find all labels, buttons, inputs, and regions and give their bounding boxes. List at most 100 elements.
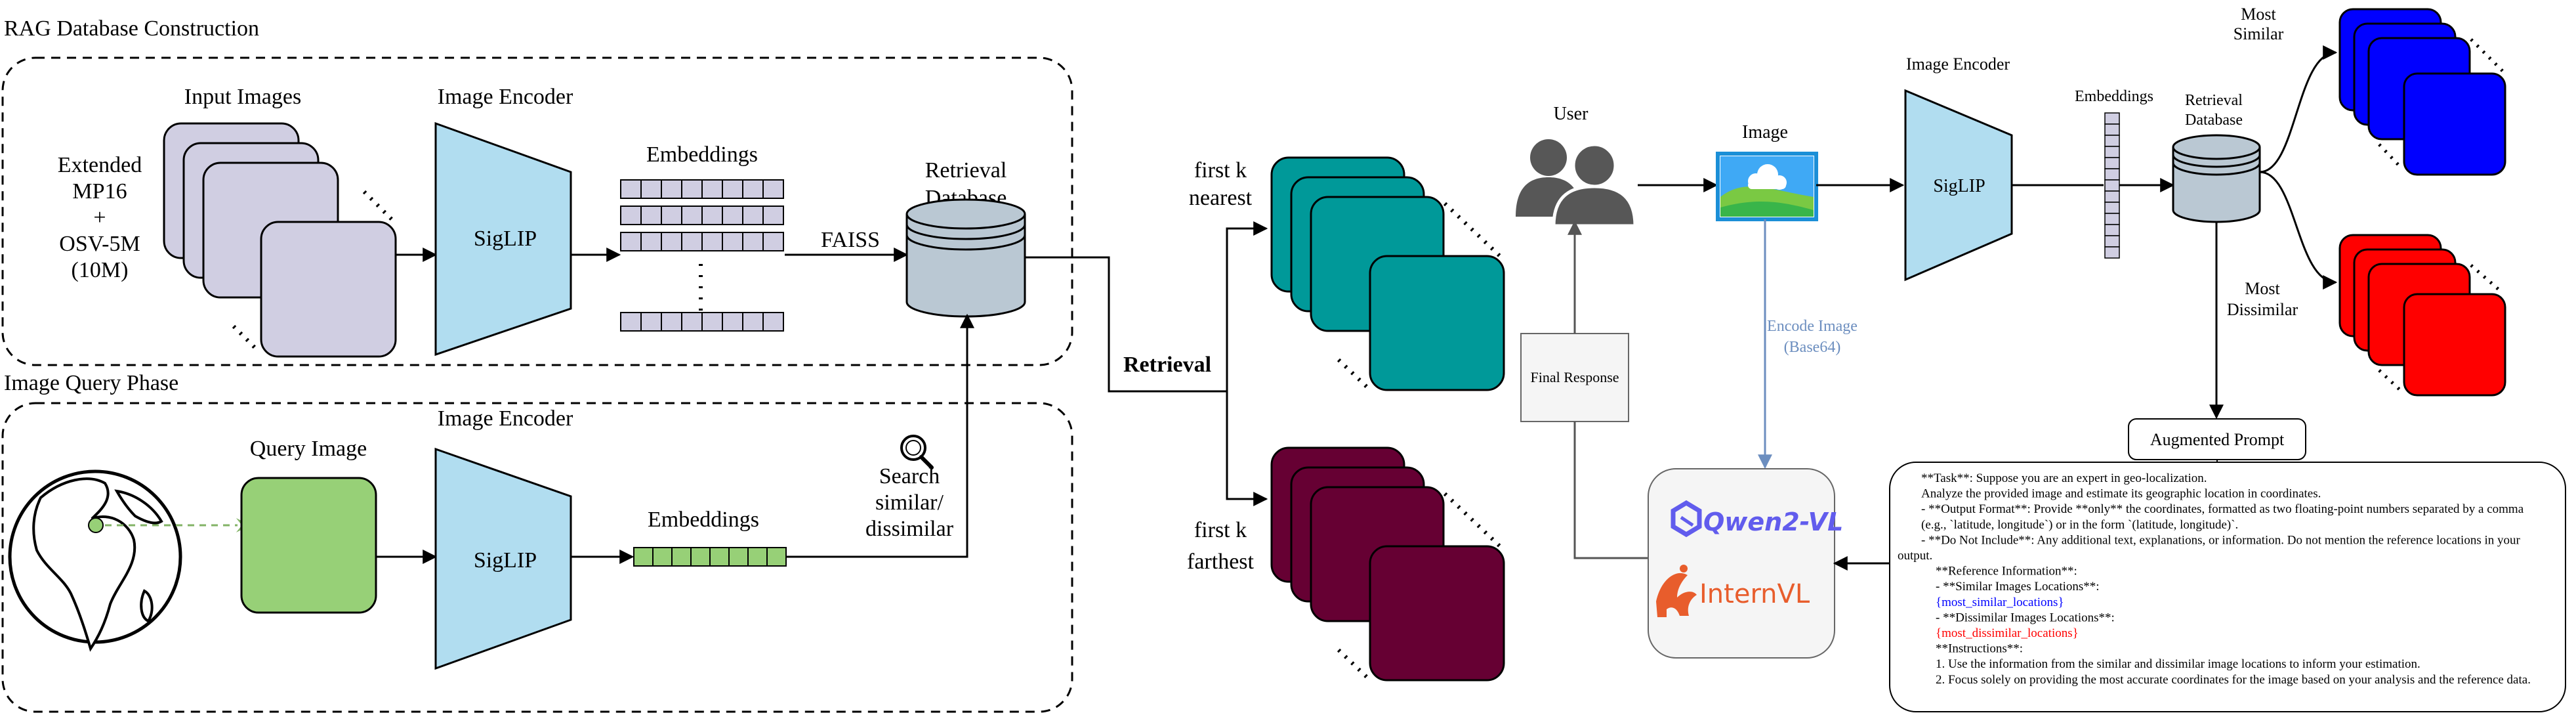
prompt-line: {most_dissimilar_locations} (1936, 626, 2079, 640)
most-dissimilar-label: Most (2245, 279, 2280, 298)
stack-ellipsis (1337, 358, 1371, 391)
query-embeddings-label: Embeddings (648, 508, 759, 532)
user-label: User (1554, 104, 1589, 124)
query-image-label: Query Image (250, 437, 367, 461)
stack-ellipsis (1443, 492, 1502, 548)
embedding-cell (722, 206, 743, 225)
embedding-cell (2104, 190, 2120, 203)
input-image-stack (163, 122, 397, 358)
embedding-cell (762, 312, 784, 332)
pipeline-db-label: Retrieval (2185, 92, 2243, 109)
db-ring (2172, 154, 2261, 168)
embedding-cell (2104, 157, 2120, 169)
most-similar-label: Most (2241, 5, 2276, 24)
nearest-image (1369, 255, 1505, 391)
pipeline-embedding-column (2104, 112, 2120, 259)
nearest-image-stack (1270, 156, 1505, 391)
embedding-cell (2104, 179, 2120, 192)
stack-ellipsis (2378, 369, 2403, 393)
pipeline-encoder-label: Image Encoder (1906, 54, 2010, 74)
stack-ellipsis (2470, 38, 2504, 72)
rag-siglip-encoder (434, 121, 572, 357)
dataset-label: Extended MP16 + OSV-5M (10M) (58, 153, 142, 282)
image-icon (1716, 152, 1818, 221)
embedding-cell (722, 232, 743, 251)
prompt-line: output. (1898, 549, 1932, 563)
users-icon (1516, 139, 1637, 228)
embedding-cell (2104, 224, 2120, 236)
farthest-image-stack (1270, 446, 1505, 682)
rag-encoder-label: Image Encoder (438, 85, 573, 109)
dissimilar-image (2403, 293, 2506, 397)
embedding-cell (640, 232, 662, 251)
pipeline-siglip-encoder (1904, 89, 2013, 282)
search-label: similar/ (875, 490, 944, 515)
embedding-cell (2104, 246, 2120, 259)
arrow-query-search-db (786, 313, 974, 558)
pipeline-encoder-name: SigLIP (1933, 176, 1985, 196)
prompt-line: Analyze the provided image and estimate … (1921, 487, 2321, 501)
stack-ellipsis (1337, 648, 1371, 681)
embedding-cell (701, 179, 723, 199)
retrieval-database-cylinder (905, 198, 1026, 318)
query-encoder-label: Image Encoder (438, 406, 573, 431)
embedding-cell (640, 206, 662, 225)
db-ring (2172, 162, 2261, 176)
vlm-model-box (1648, 468, 1835, 659)
embedding-cell (701, 312, 723, 332)
stack-ellipsis (232, 324, 261, 354)
dataset-line: OSV-5M (59, 232, 140, 256)
image-label: Image (1742, 122, 1788, 142)
branch-nearest (1226, 221, 1268, 391)
embedding-cell (762, 206, 784, 225)
embedding-cell (681, 179, 703, 199)
embedding-cell (652, 547, 673, 567)
globe-icon (8, 469, 182, 652)
embedding-cell (661, 232, 682, 251)
stack-ellipsis (362, 190, 396, 223)
prompt-line: (e.g., `latitude, longitude`) or in the … (1921, 518, 2238, 532)
embedding-cell (2104, 146, 2120, 158)
embedding-cell (661, 312, 682, 332)
faiss-label: FAISS (821, 228, 880, 252)
prompt-text: **Task**: Suppose you are an expert in g… (1898, 471, 2531, 687)
db-to-retrieval-line (1025, 256, 1227, 393)
embedding-cell (762, 179, 784, 199)
query-embedding-row (633, 547, 787, 567)
most-dissimilar-label: Dissimilar (2227, 300, 2298, 319)
embedding-cell (722, 312, 743, 332)
similar-image (2403, 72, 2506, 176)
arrow-model-to-response (1573, 422, 1648, 559)
embedding-cell (742, 232, 764, 251)
embedding-cell (701, 232, 723, 251)
retrieval-section: Retrieval first k nearest first k farthe… (1025, 156, 1505, 682)
stack-ellipsis (1443, 202, 1502, 258)
embedding-cell (722, 179, 743, 199)
embedding-cell (681, 206, 703, 225)
search-icon (900, 435, 934, 469)
farthest-label: first k (1194, 518, 1247, 542)
dataset-line: (10M) (72, 258, 129, 282)
prompt-line: 1. Use the information from the similar … (1936, 657, 2420, 671)
branch-farthest (1226, 391, 1268, 506)
embedding-cell (747, 547, 768, 567)
dataset-line: MP16 (72, 179, 127, 204)
rag-section-frame (1, 56, 1073, 366)
rag-construction-section: RAG Database Construction Input Images E… (1, 16, 1073, 366)
query-section-frame (1, 402, 1073, 713)
qwen-logo-icon (1671, 500, 1702, 538)
pipeline-db-label: Database (2185, 112, 2243, 129)
embedding-cell (633, 547, 654, 567)
similar-image-stack (2338, 8, 2506, 176)
embedding-cell (728, 547, 749, 567)
arrow-db-to-dissimilar (2259, 171, 2338, 290)
embedding-cell (620, 179, 642, 199)
embedding-cell (2104, 202, 2120, 214)
prompt-line: **Instructions**: (1936, 642, 2023, 656)
augmented-prompt-label: Augmented Prompt (2150, 430, 2285, 449)
query-siglip-encoder (434, 447, 572, 670)
prompt-line: - **Similar Images Locations**: (1936, 580, 2100, 594)
stack-ellipsis (2378, 143, 2403, 169)
embedding-cell (681, 312, 703, 332)
